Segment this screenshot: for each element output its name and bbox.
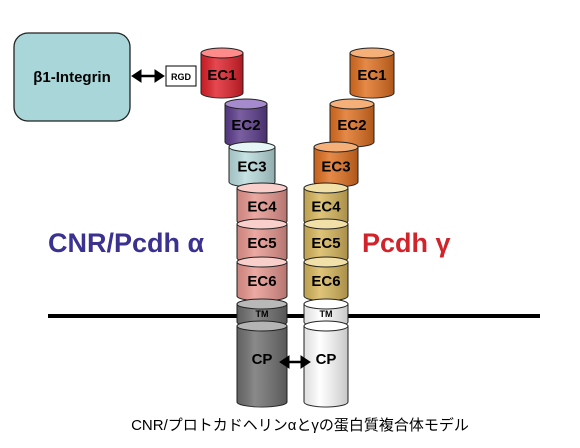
alpha-domain-ec1: EC1 xyxy=(200,47,244,99)
gamma-domain-shading xyxy=(330,104,374,147)
gamma-domain-top xyxy=(313,141,359,153)
rgd-label: RGD xyxy=(171,72,192,82)
gamma-domain-ec1: EC1 xyxy=(349,47,395,99)
gamma-domain-label: EC5 xyxy=(311,235,340,252)
integrin-label: β1-Integrin xyxy=(33,69,111,86)
alpha-domain-top xyxy=(236,218,288,230)
gamma-domain-ec4: EC4 xyxy=(303,182,349,227)
cp-interaction-arrow xyxy=(279,355,311,369)
gamma-domain-shading xyxy=(350,53,394,98)
alpha-domain-label: EC6 xyxy=(247,273,276,290)
alpha-domain-ec3: EC3 xyxy=(228,141,276,188)
gamma-domain-shading xyxy=(314,147,358,187)
gamma-domain-top xyxy=(329,98,375,110)
gamma-domain-label: CP xyxy=(316,351,337,368)
integrin-box: β1-Integrin xyxy=(13,32,131,122)
alpha-domain-label: EC5 xyxy=(247,235,276,252)
alpha-domain-top xyxy=(236,320,288,332)
gamma-domain-label: TM xyxy=(320,309,333,319)
gamma-domain-label: EC2 xyxy=(337,117,366,134)
gamma-domain-shading xyxy=(304,262,348,301)
alpha-domain-ec2: EC2 xyxy=(224,98,268,148)
gamma-domain-label: EC4 xyxy=(311,198,341,215)
alpha-domain-top xyxy=(228,141,276,153)
alpha-domain-shading xyxy=(201,53,243,98)
gamma-domain-top xyxy=(303,256,349,268)
alpha-domain-ec6: EC6 xyxy=(236,256,288,302)
gamma-domain-ec3: EC3 xyxy=(313,141,359,188)
alpha-domain-top xyxy=(224,98,268,110)
gamma-domain-shading xyxy=(304,188,348,226)
integrin-shape xyxy=(13,32,131,122)
alpha-domain-shading xyxy=(237,326,287,407)
alpha-domain-shading xyxy=(229,147,275,187)
gamma-domain-top xyxy=(303,320,349,332)
gamma-domain-shading xyxy=(304,326,348,407)
gamma-domain-ec6: EC6 xyxy=(303,256,349,302)
alpha-domain-shading xyxy=(237,262,287,301)
alpha-domain-label: CP xyxy=(252,351,273,368)
gamma-domain-ec5: EC5 xyxy=(303,218,349,264)
alpha-domain-top xyxy=(236,182,288,194)
alpha-domain-cp: CP xyxy=(236,320,288,408)
alpha-domain-shading xyxy=(237,224,287,263)
gamma-domain-top xyxy=(303,182,349,194)
alpha-domain-top xyxy=(236,256,288,268)
alpha-domain-shading xyxy=(225,104,267,147)
alpha-domain-label: TM xyxy=(256,309,269,319)
gamma-domain-top xyxy=(303,298,349,310)
integrin-rgd-arrow xyxy=(131,69,165,83)
gamma-domain-cp: CP xyxy=(303,320,349,408)
alpha-domain-label: EC2 xyxy=(231,117,260,134)
gamma-domain-top xyxy=(303,218,349,230)
alpha-domain-top xyxy=(200,47,244,59)
alpha-domain-shading xyxy=(237,188,287,226)
gamma-domain-label: EC1 xyxy=(357,67,386,84)
pcdh-alpha-title: CNR/Pcdh α xyxy=(48,228,205,258)
alpha-domain-label: EC3 xyxy=(237,158,266,175)
alpha-domain-ec5: EC5 xyxy=(236,218,288,264)
alpha-domain-label: EC1 xyxy=(207,67,236,84)
gamma-domain-top xyxy=(349,47,395,59)
pcdh-gamma-title: Pcdh γ xyxy=(362,228,451,258)
alpha-domain-top xyxy=(236,298,288,310)
gamma-domain-shading xyxy=(304,224,348,263)
rgd-box: RGD xyxy=(165,65,197,87)
gamma-domain-label: EC3 xyxy=(321,158,350,175)
alpha-domain-label: EC4 xyxy=(247,198,277,215)
figure-caption: CNR/プロトカドヘリンαとγの蛋白質複合体モデル xyxy=(131,416,469,434)
gamma-domain-label: EC6 xyxy=(311,273,340,290)
gamma-domain-ec2: EC2 xyxy=(329,98,375,148)
